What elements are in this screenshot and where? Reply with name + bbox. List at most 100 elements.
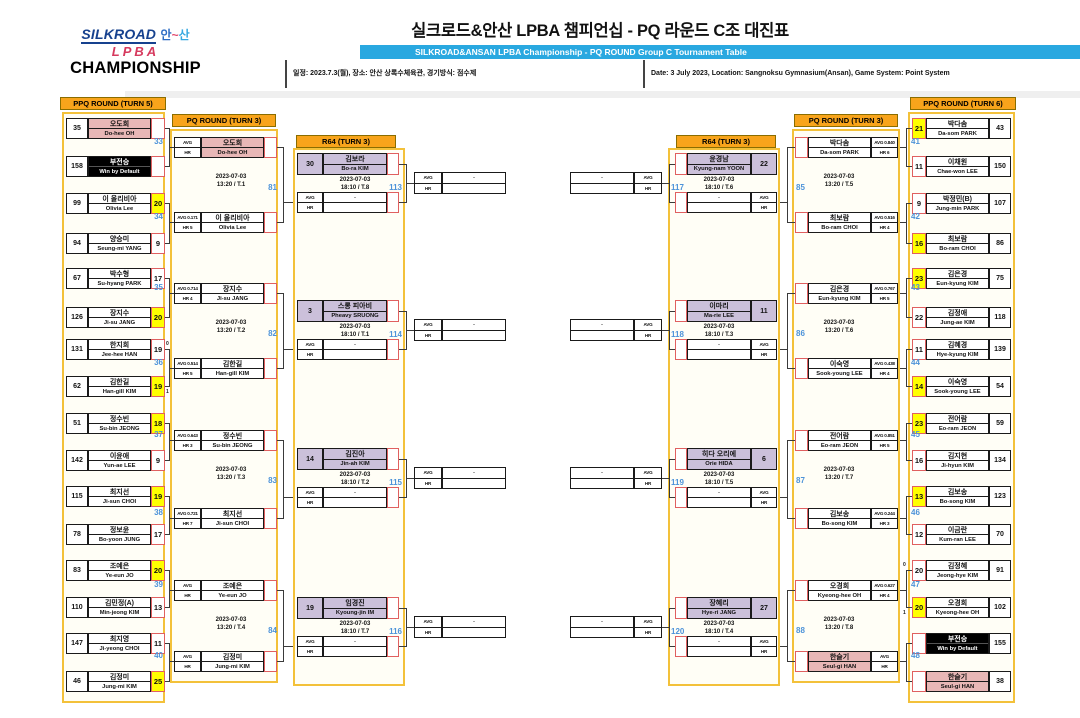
player-name-box-top: 이 올리비아 — [89, 194, 150, 204]
r32-player-box-bottom — [571, 331, 633, 341]
connector-line — [169, 440, 175, 441]
score-cell — [387, 448, 399, 470]
player-name-box-bottom: Su-hyang PARK — [97, 280, 142, 287]
connector-line — [787, 147, 795, 148]
match-time: 13:20 / T.7 — [824, 475, 854, 481]
connector-line — [906, 570, 907, 608]
column-header: PPQ ROUND (TURN 6) — [910, 97, 1016, 110]
player-name-box-bottom: Jin-ah KIM — [340, 461, 370, 468]
connector-line — [165, 128, 169, 129]
player-name-box-bottom: Ye-eun JO — [218, 592, 247, 599]
player-name-box-top: 김보송 — [927, 487, 988, 497]
player-name-box-bottom: Jung-mi KIM — [215, 663, 250, 670]
player-name-box-top: 박수형 — [89, 269, 150, 279]
connector-line — [900, 222, 906, 223]
title-bar: SILKROAD&ANSAN LPBA Championship - PQ RO… — [360, 45, 1080, 59]
seed-cell: 123 — [989, 486, 1011, 507]
score-cell — [675, 636, 687, 657]
match-date: 2023-07-03 — [823, 617, 855, 623]
connector-line — [169, 293, 175, 294]
slot-player-box: - — [323, 192, 387, 213]
connector-line — [787, 590, 795, 591]
slot-player-box-top: - — [688, 637, 750, 647]
player-stats-box-bottom: HR — [184, 150, 191, 155]
r32-player-box: - — [442, 467, 506, 489]
player-name-box-top: 조예은 — [202, 581, 263, 591]
player-name-box-top: 박다솜 — [927, 119, 988, 129]
player-name-box-bottom: Do-hee OH — [104, 130, 135, 137]
connector-line — [399, 608, 406, 609]
connector-line — [399, 459, 406, 460]
player-stats-box-top: AVG 0.438 — [872, 359, 897, 369]
score-cell: 21 — [912, 118, 926, 139]
player-name-box-top: 히다 오리에 — [688, 449, 750, 460]
match-date: 2023-07-03 — [215, 320, 247, 326]
connector-line — [900, 661, 906, 662]
r32-player-box: - — [570, 172, 634, 194]
score-cell: 11 — [912, 156, 926, 177]
player-name-box-bottom: Eo-ram JEON — [938, 425, 977, 432]
connector-line — [169, 496, 170, 535]
match-time: 18:10 / T.1 — [340, 332, 370, 338]
player-stats-box-top: AVG 0.851 — [872, 431, 897, 441]
connector-line — [165, 643, 169, 644]
slot-player-box-top: - — [324, 488, 386, 498]
connector-line — [283, 590, 284, 662]
player-name-box-bottom: Jung-mi KIM — [102, 683, 137, 690]
player-name-box-top: 장혜리 — [688, 598, 750, 609]
score-cell: 19 — [151, 486, 165, 507]
score-cell — [675, 487, 687, 508]
player-stats-box-top: AVG 0.767 — [872, 284, 897, 294]
match-number: 34 — [154, 212, 163, 221]
match-number: 47 — [911, 580, 920, 589]
r32-stats-box-top: AVG — [635, 617, 661, 628]
connector-line — [906, 166, 912, 167]
player-name-box-top: 한슬기 — [927, 672, 988, 682]
connector-line — [787, 368, 795, 369]
player-name-box-top: 정수빈 — [202, 431, 263, 441]
connector-line — [165, 570, 169, 571]
player-name-box-top: 전어람 — [809, 431, 870, 441]
connector-line — [906, 203, 912, 204]
player-name-box-bottom: Ji-yeong CHOI — [99, 645, 140, 652]
seed-cell: 131 — [66, 339, 88, 360]
slot-stats-box-top: AVG — [298, 193, 322, 203]
player-name-box-bottom: Hye-kyung KIM — [936, 351, 979, 358]
r32-stats-box-bottom: HR — [424, 332, 432, 338]
slot-player-box-bottom — [324, 350, 386, 359]
connector-line — [283, 202, 293, 203]
player-stats-box-top: AVG 0.244 — [872, 509, 897, 519]
connector-line — [669, 349, 675, 350]
player-name-box: 박정민(B)Jung-min PARK — [926, 193, 989, 214]
match-number: 86 — [796, 329, 805, 338]
score-cell — [795, 508, 808, 529]
connector-line — [399, 646, 406, 647]
player-name-box-bottom: Orie HIDA — [705, 461, 733, 468]
connector-line — [669, 646, 675, 647]
connector-line — [900, 293, 906, 294]
score-cell — [264, 508, 277, 529]
seed-cell: 142 — [66, 450, 88, 471]
seed-cell: 155 — [989, 633, 1011, 654]
match-number: 44 — [911, 358, 920, 367]
schedule-info-en: Date: 3 July 2023, Location: Sangnoksu G… — [643, 60, 1080, 88]
player-stats-box-bottom: HR 7 — [182, 521, 193, 526]
score-cell: 11 — [912, 339, 926, 360]
slot-player-box: - — [687, 192, 751, 213]
player-stats-box-bottom: HR — [881, 664, 888, 669]
